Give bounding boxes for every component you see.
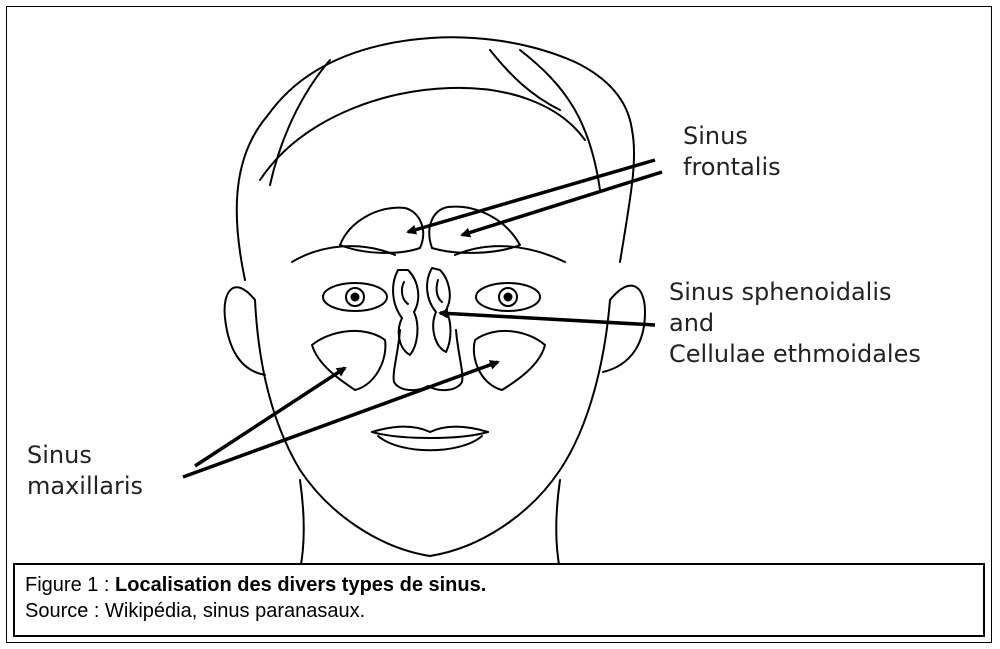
label-maxillaris-line2: maxillaris (27, 471, 143, 502)
neck-left (300, 480, 304, 570)
caption-source: Source : Wikipédia, sinus paranasaux. (25, 598, 973, 624)
caption-prefix: Figure 1 : (25, 574, 115, 596)
label-sphenoidalis-line2: and (669, 308, 921, 339)
maxillary-sinus-right (474, 331, 545, 390)
neck-right (556, 480, 560, 570)
label-sinus-sphenoidalis: Sinus sphenoidalis and Cellulae ethmoida… (669, 277, 921, 370)
hair-inner-line (260, 88, 585, 180)
upper-lip (372, 427, 488, 432)
hair-outline (237, 37, 634, 280)
nose (394, 330, 463, 390)
arrow-sphenoidalis (440, 313, 655, 325)
label-frontalis-line2: frontalis (683, 152, 781, 183)
right-ear (603, 286, 645, 372)
label-sinus-maxillaris: Sinus maxillaris (27, 440, 143, 502)
caption-title-line: Figure 1 : Localisation des divers types… (25, 572, 973, 598)
label-sinus-frontalis: Sinus frontalis (683, 121, 781, 183)
label-sphenoidalis-line1: Sinus sphenoidalis (669, 277, 921, 308)
arrow-maxillaris-left (195, 368, 345, 466)
ethmoid-small-2 (437, 280, 442, 302)
label-maxillaris-line1: Sinus (27, 440, 143, 471)
hair-strand-2 (520, 50, 600, 190)
arrow-frontalis-left (408, 160, 655, 232)
ethmoid-small-1 (402, 282, 408, 304)
label-sphenoidalis-line3: Cellulae ethmoidales (669, 339, 921, 370)
hair-strand-1 (270, 60, 330, 185)
arrow-frontalis-right (462, 172, 662, 235)
left-ear (225, 287, 265, 375)
caption-title: Localisation des divers types de sinus. (115, 574, 486, 596)
left-brow (292, 246, 395, 262)
figure-caption: Figure 1 : Localisation des divers types… (13, 563, 985, 637)
ethmoid-cells-left (393, 270, 418, 355)
hair-strand-3 (490, 50, 560, 110)
label-frontalis-line1: Sinus (683, 121, 781, 152)
